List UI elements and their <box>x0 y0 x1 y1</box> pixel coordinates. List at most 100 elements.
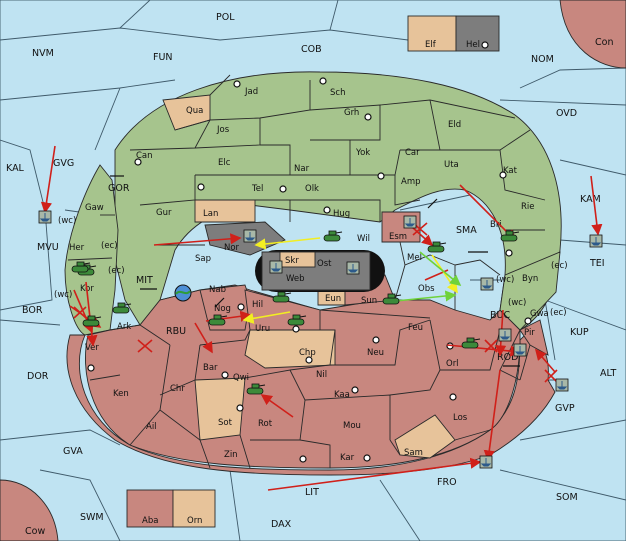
svg-text:(wc): (wc) <box>496 275 514 285</box>
land-gwa[interactable] <box>519 319 549 356</box>
fleet-web-icon[interactable] <box>346 261 360 275</box>
army-her-icon[interactable] <box>71 261 91 273</box>
svg-text:RBU: RBU <box>166 326 186 337</box>
land-skr[interactable] <box>279 251 316 268</box>
svg-text:ALT: ALT <box>600 368 616 379</box>
svg-text:Qua: Qua <box>186 106 203 116</box>
svg-text:(ec): (ec) <box>550 308 567 318</box>
svg-text:Grh: Grh <box>344 108 359 118</box>
svg-text:DOR: DOR <box>27 371 49 382</box>
svg-text:GOR: GOR <box>108 183 130 194</box>
land-chp[interactable] <box>244 329 336 369</box>
svg-text:Gur: Gur <box>156 208 172 218</box>
svg-text:Nab: Nab <box>209 285 226 295</box>
svg-text:Tel: Tel <box>251 184 263 194</box>
svg-text:Sot: Sot <box>218 418 233 428</box>
svg-text:Elc: Elc <box>218 158 231 168</box>
fleet-kam-icon[interactable] <box>589 234 603 248</box>
land-hel[interactable] <box>455 15 500 52</box>
land-labels: Elf Hel Jad Sch Qua Jos Grh Eld Can Yok … <box>69 40 549 526</box>
supply-centers <box>87 41 532 463</box>
svg-text:Zin: Zin <box>224 450 238 460</box>
svg-text:Ark: Ark <box>117 322 131 332</box>
units[interactable] <box>38 210 603 469</box>
svg-text:KAM: KAM <box>580 194 601 205</box>
svg-text:Con: Con <box>595 37 613 48</box>
army-hil-icon[interactable] <box>272 291 292 303</box>
army-nog-icon[interactable] <box>208 314 228 326</box>
army-qwi-icon[interactable] <box>246 383 266 395</box>
fleet-obs-icon[interactable] <box>480 277 494 291</box>
svg-text:Eld: Eld <box>448 120 461 130</box>
svg-text:Los: Los <box>453 413 468 423</box>
svg-text:KAL: KAL <box>6 163 25 174</box>
svg-text:Chr: Chr <box>170 384 185 394</box>
passage-arrows <box>110 175 520 367</box>
land-sam[interactable] <box>394 414 456 459</box>
svg-text:Orl: Orl <box>446 359 459 369</box>
army-wil-icon[interactable] <box>323 230 343 242</box>
svg-text:NOM: NOM <box>531 54 554 65</box>
land-byn[interactable] <box>499 251 561 331</box>
army-sun-icon[interactable] <box>382 293 402 305</box>
svg-text:Wil: Wil <box>357 234 370 244</box>
sea-labels: POL NVM FUN COB NOM Con OVD KAL GVG KAM … <box>6 12 616 537</box>
svg-text:Bar: Bar <box>203 363 218 373</box>
svg-text:Bri: Bri <box>490 220 502 230</box>
land-orn[interactable] <box>172 489 216 528</box>
svg-text:Sun: Sun <box>361 296 377 306</box>
army-ark-icon[interactable] <box>112 302 132 314</box>
svg-text:Ost: Ost <box>317 259 332 269</box>
svg-text:Mou: Mou <box>343 421 361 431</box>
svg-text:Aba: Aba <box>142 516 158 526</box>
svg-text:LIT: LIT <box>305 487 319 498</box>
svg-text:Hil: Hil <box>252 300 263 310</box>
svg-text:OVD: OVD <box>556 108 577 119</box>
svg-text:Skr: Skr <box>285 256 299 266</box>
army-mel-icon[interactable] <box>427 241 447 253</box>
svg-text:Feu: Feu <box>408 323 423 333</box>
fleet-gvp-icon[interactable] <box>555 378 569 392</box>
fleet-nor-icon[interactable] <box>243 229 257 243</box>
svg-text:(wc): (wc) <box>58 216 76 226</box>
svg-text:Jos: Jos <box>216 125 230 135</box>
svg-text:GVA: GVA <box>63 446 83 457</box>
fleet-fro-icon[interactable] <box>479 455 493 469</box>
land-elf[interactable] <box>407 15 457 52</box>
svg-text:Can: Can <box>136 151 153 161</box>
fleet-esm-icon[interactable] <box>403 215 417 229</box>
svg-text:Hel: Hel <box>466 40 480 50</box>
svg-text:FUN: FUN <box>153 52 173 63</box>
svg-text:Olk: Olk <box>305 184 319 194</box>
svg-text:Qwi: Qwi <box>233 373 249 383</box>
svg-text:Esm: Esm <box>389 232 407 242</box>
fleet-skr-icon[interactable] <box>269 260 283 274</box>
svg-text:Obs: Obs <box>418 284 435 294</box>
svg-text:SWM: SWM <box>80 512 104 523</box>
land-lan[interactable] <box>194 199 256 223</box>
fleet-gvg-icon[interactable] <box>38 210 52 224</box>
svg-text:Amp: Amp <box>401 177 421 187</box>
svg-text:Ail: Ail <box>146 422 157 432</box>
svg-text:Kar: Kar <box>340 453 355 463</box>
svg-text:NVM: NVM <box>32 48 54 59</box>
svg-text:Orn: Orn <box>187 516 202 526</box>
svg-text:MVU: MVU <box>37 242 59 253</box>
army-orl-icon[interactable] <box>461 337 481 349</box>
army-ver-icon[interactable] <box>82 315 102 327</box>
svg-text:Neu: Neu <box>367 348 384 358</box>
svg-text:(wc): (wc) <box>508 298 526 308</box>
svg-text:FRO: FRO <box>437 477 457 488</box>
svg-text:GVP: GVP <box>555 403 575 414</box>
svg-text:SMA: SMA <box>456 225 477 236</box>
svg-text:Hug: Hug <box>333 209 350 219</box>
army-bri-icon[interactable] <box>500 230 520 242</box>
fleet-buc-icon[interactable] <box>498 328 512 342</box>
svg-text:Web: Web <box>286 274 305 284</box>
army-uru-icon[interactable] <box>287 314 307 326</box>
svg-text:BUC: BUC <box>490 310 510 321</box>
fleet-rod-icon[interactable] <box>513 343 527 357</box>
svg-text:Uru: Uru <box>255 324 270 334</box>
svg-text:POL: POL <box>216 12 235 23</box>
svg-text:TEI: TEI <box>589 258 605 269</box>
